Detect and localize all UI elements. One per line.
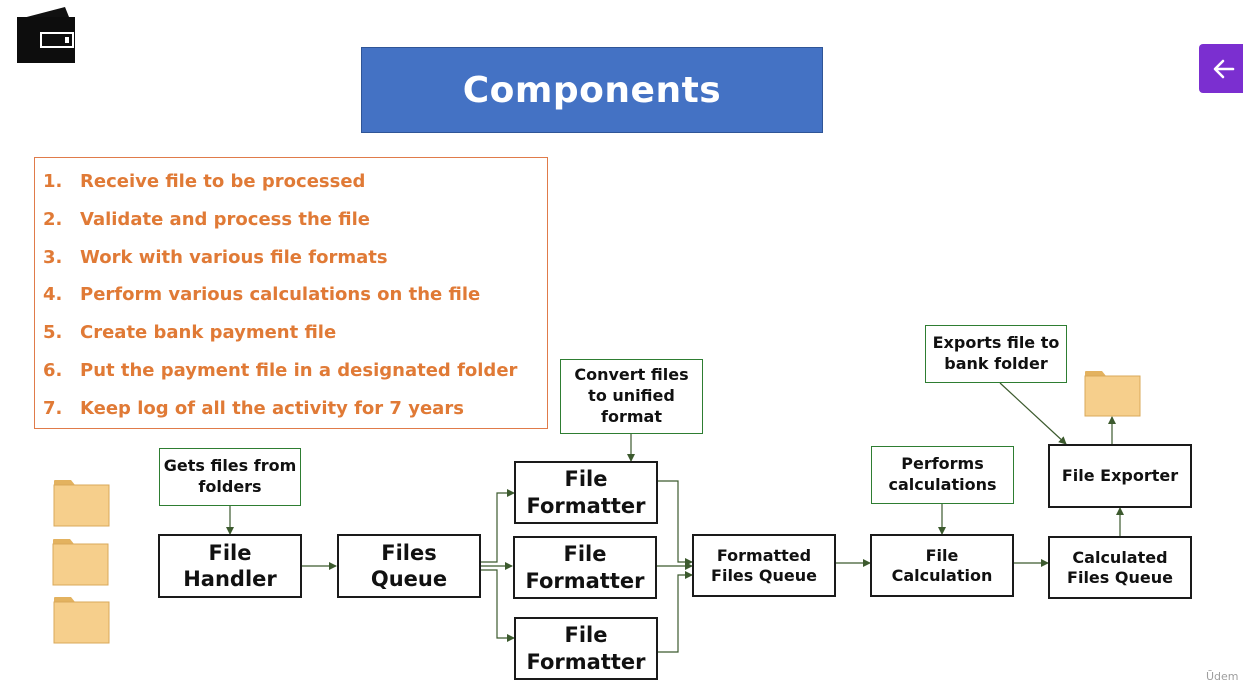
node-file-formatter-3: File Formatter xyxy=(514,617,658,680)
node-calculated-files-queue: Calculated Files Queue xyxy=(1048,536,1192,599)
node-files-queue: Files Queue xyxy=(337,534,481,598)
list-item: 7.Keep log of all the activity for 7 yea… xyxy=(43,397,464,419)
node-file-calculation: File Calculation xyxy=(870,534,1014,597)
note-convert-files: Convert files to unified format xyxy=(560,359,703,434)
wallet-icon xyxy=(15,5,77,65)
folder-icon xyxy=(1084,371,1141,417)
back-button[interactable] xyxy=(1199,44,1243,93)
node-file-formatter-2: File Formatter xyxy=(513,536,657,599)
arrow-left-icon xyxy=(1213,59,1235,78)
list-item: 4.Perform various calculations on the fi… xyxy=(43,284,481,306)
list-item: 6.Put the payment file in a designated f… xyxy=(43,359,518,381)
folder-icon xyxy=(53,480,110,527)
watermark: Ūdem xyxy=(1206,670,1239,683)
requirements-list: 1.Receive file to be processed 2.Validat… xyxy=(34,157,548,429)
node-file-handler: File Handler xyxy=(158,534,302,598)
folder-icon xyxy=(53,597,110,644)
list-item: 3.Work with various file formats xyxy=(43,246,388,268)
list-item: 5.Create bank payment file xyxy=(43,322,337,344)
page-title: Components xyxy=(361,47,823,133)
node-file-exporter: File Exporter xyxy=(1048,444,1192,508)
list-item: 2.Validate and process the file xyxy=(43,208,370,230)
note-exports-file: Exports file to bank folder xyxy=(925,325,1067,383)
node-file-formatter-1: File Formatter xyxy=(514,461,658,524)
list-item: 1.Receive file to be processed xyxy=(43,171,366,192)
node-formatted-files-queue: Formatted Files Queue xyxy=(692,534,836,597)
folder-icon xyxy=(52,539,109,586)
note-gets-files: Gets files from folders xyxy=(159,448,301,506)
note-performs-calculations: Performs calculations xyxy=(871,446,1014,504)
